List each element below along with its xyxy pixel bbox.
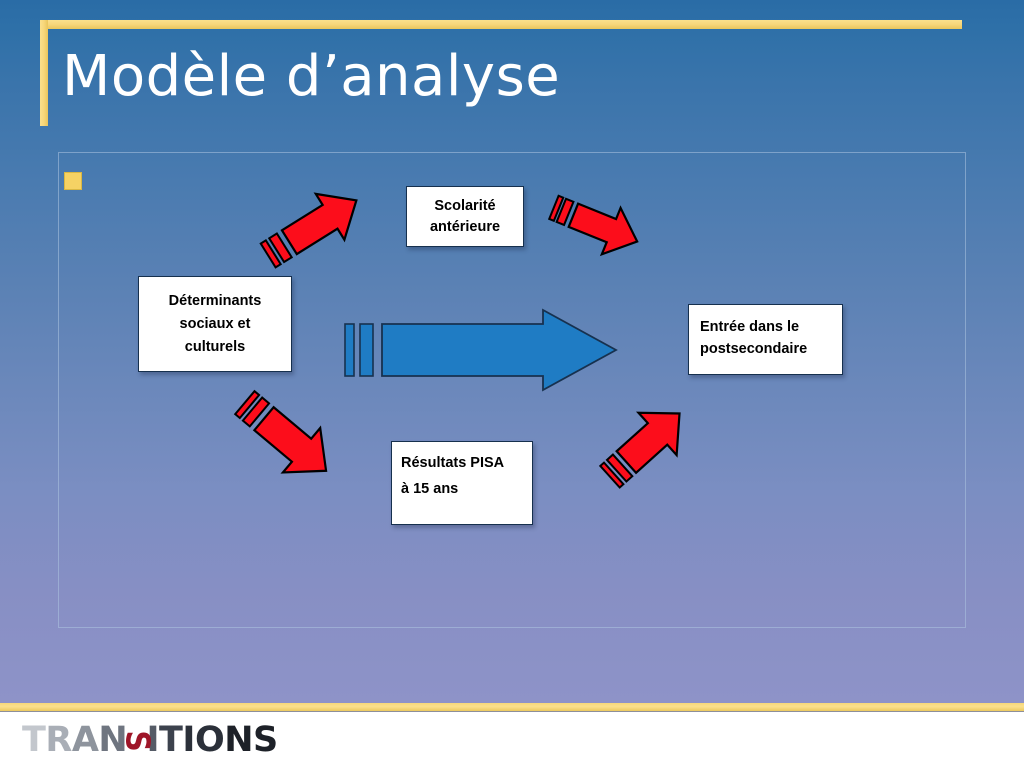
title-accent-horizontal-line (40, 20, 962, 29)
scolarite-line-1: Scolarité (434, 198, 496, 214)
logo-letter-o: O (194, 720, 225, 760)
logo-letter-i2: I (182, 720, 195, 760)
logo-letter-i: I (146, 720, 160, 760)
determinants-line-3: culturels (184, 339, 246, 355)
scolarite-line-2: antérieure (429, 219, 501, 235)
arrow-determinants-to-scolarite (252, 188, 370, 269)
resultats-pisa-box: Résultats PISA à 15 ans (391, 441, 533, 525)
footer-accent-band (0, 703, 1024, 711)
entree-line-1: Entrée dans le (700, 319, 800, 335)
main-flow-arrow (344, 308, 619, 392)
pisa-line-2: à 15 ans (401, 481, 459, 497)
logo-letter-n: N (98, 720, 128, 760)
scolarite-anterieure-box: Scolarité antérieure (406, 186, 524, 247)
arrow-pisa-to-entree (596, 398, 696, 492)
determinants-box: Déterminants sociaux et culturels (138, 276, 292, 372)
determinants-line-2: sociaux et (179, 316, 251, 332)
bullet-square-icon (64, 172, 82, 190)
logo-letter-a: A (71, 720, 99, 760)
logo-letter-n2: N (224, 720, 253, 760)
logo-swash-s-icon: S (118, 730, 158, 752)
logo-letter-s2: S (253, 720, 278, 760)
pisa-line-1: Résultats PISA (401, 455, 505, 471)
logo-letter-t2: T (159, 720, 183, 760)
determinants-line-1: Déterminants (168, 293, 262, 309)
entree-postsecondaire-box: Entrée dans le postsecondaire (688, 304, 843, 375)
entree-line-2: postsecondaire (700, 341, 808, 357)
arrow-determinants-to-pisa (228, 389, 346, 484)
transitions-logo: TRANSITIONS (22, 718, 278, 762)
arrow-scolarite-to-entree (546, 192, 646, 260)
title-accent-vertical-line (40, 20, 48, 126)
page-title: Modèle d’analyse (62, 44, 561, 109)
logo-letter-r: R (45, 720, 72, 760)
footer-area (0, 712, 1024, 768)
logo-letter-t: T (22, 720, 46, 760)
content-placeholder[interactable] (58, 152, 966, 628)
